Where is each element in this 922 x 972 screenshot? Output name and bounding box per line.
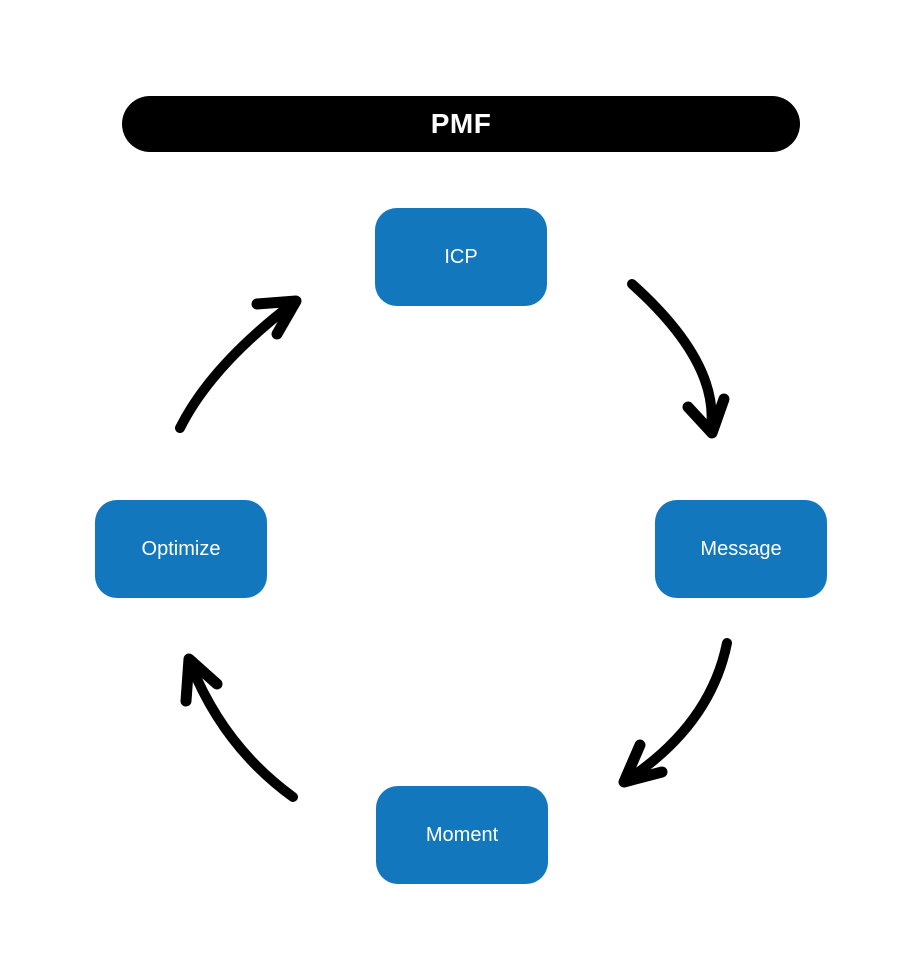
node-message: Message <box>655 500 827 598</box>
node-label: Message <box>700 537 782 560</box>
arrow-shaft <box>175 299 297 433</box>
arrow-icp-to-message <box>627 279 730 439</box>
arrow-shaft <box>627 279 717 433</box>
node-optimize: Optimize <box>95 500 267 598</box>
arrowhead-icon <box>618 739 668 788</box>
arrowhead-icon <box>180 653 223 707</box>
arrowhead-icon <box>682 393 730 439</box>
arrow-shaft <box>186 660 298 802</box>
node-label: Optimize <box>141 537 221 560</box>
arrow-shaft <box>628 638 732 781</box>
node-icp: ICP <box>375 208 547 306</box>
arrowhead-icon <box>251 295 302 340</box>
arrow-message-to-moment <box>618 638 732 788</box>
title-pill: PMF <box>122 96 800 152</box>
arrow-moment-to-optimize <box>180 653 298 802</box>
node-moment: Moment <box>376 786 548 884</box>
arrow-optimize-to-icp <box>175 295 302 433</box>
title-label: PMF <box>430 108 492 139</box>
node-label: ICP <box>444 245 478 268</box>
node-label: Moment <box>425 823 499 846</box>
